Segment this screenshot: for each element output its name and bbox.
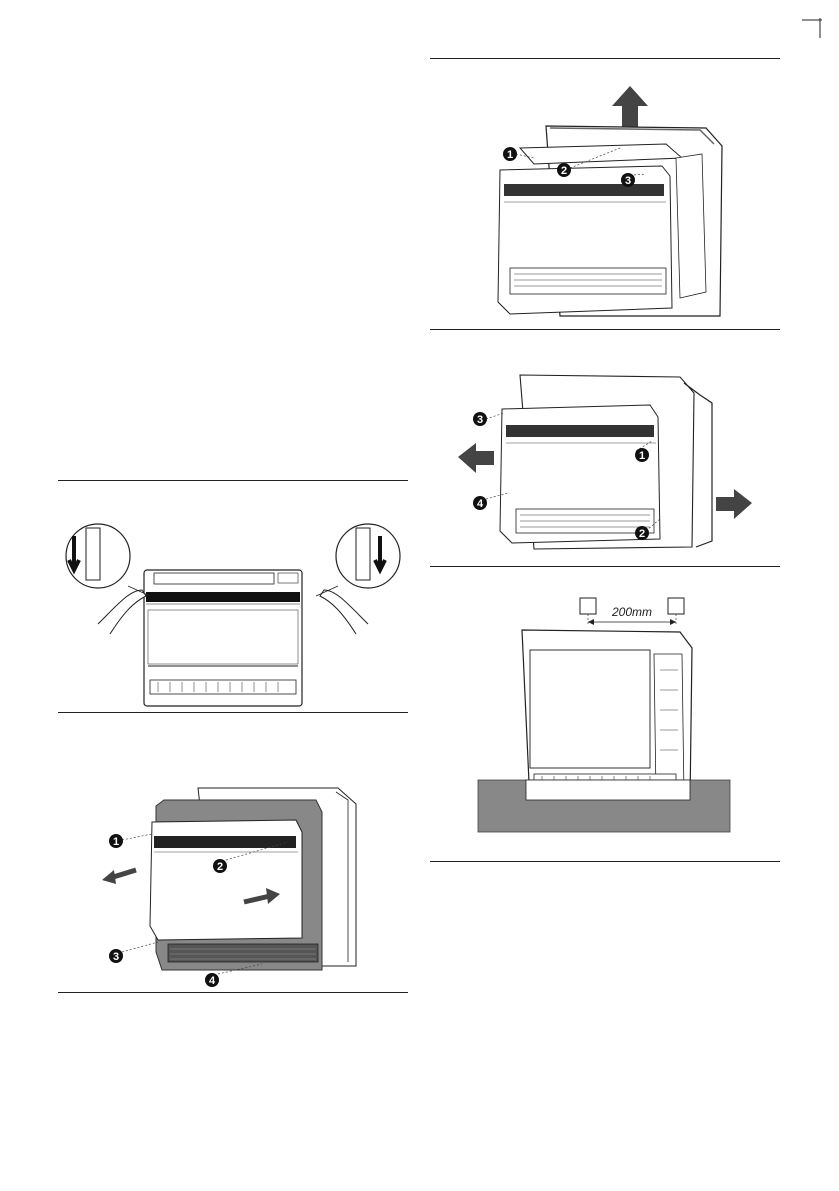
divider-rule	[58, 480, 408, 481]
figure-wall-mount: 200mm	[430, 570, 780, 858]
svg-text:3: 3	[113, 951, 119, 963]
mounting-bracket-icon	[580, 598, 596, 614]
figure-remove-side-panels: 3 1 4 2	[430, 333, 780, 564]
hands-push-down-latch-icon	[58, 484, 408, 710]
svg-text:1: 1	[507, 149, 513, 161]
divider-rule	[430, 566, 780, 567]
svg-text:2: 2	[561, 165, 567, 177]
callout-1: 1	[109, 834, 152, 848]
svg-text:1: 1	[639, 450, 645, 462]
svg-text:2: 2	[217, 861, 223, 873]
arrow-up-icon	[612, 86, 648, 128]
divider-rule	[430, 58, 780, 59]
svg-text:3: 3	[477, 414, 483, 426]
svg-text:1: 1	[113, 836, 119, 848]
svg-text:2: 2	[639, 528, 645, 540]
callout-3: 3	[473, 412, 504, 426]
figure-hands-release-latches	[58, 484, 408, 710]
arrow-left-icon	[458, 443, 494, 473]
arrow-left-icon	[102, 870, 116, 884]
callout-3: 3	[109, 942, 158, 963]
divider-rule	[430, 861, 780, 862]
dimension-label: 200mm	[611, 605, 652, 619]
divider-rule	[430, 329, 780, 330]
svg-text:4: 4	[209, 975, 216, 987]
svg-text:3: 3	[625, 175, 631, 187]
divider-rule	[58, 712, 408, 713]
figure-remove-front-panel: 1 2 3 4	[58, 716, 408, 990]
svg-text:4: 4	[477, 498, 484, 510]
mounting-bracket-icon	[668, 598, 684, 614]
crop-mark-icon	[800, 16, 824, 40]
divider-rule	[58, 992, 408, 993]
arrow-right-icon	[716, 489, 752, 519]
figure-lift-top-panel: 1 2 3	[430, 62, 780, 326]
